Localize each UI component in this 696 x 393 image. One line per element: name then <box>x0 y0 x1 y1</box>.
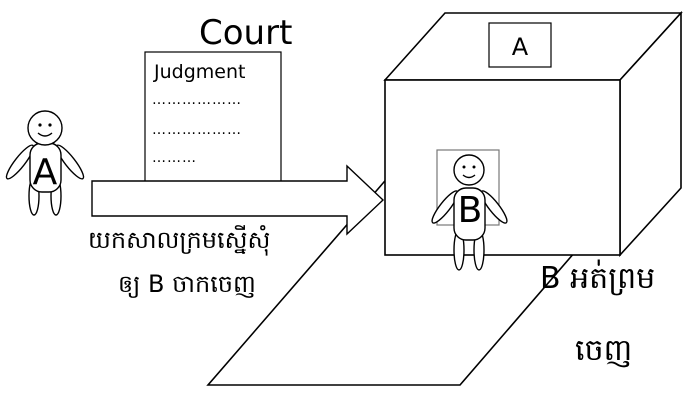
judgment-title: Judgment <box>153 61 245 83</box>
court-sign <box>488 22 552 68</box>
person-b-label: B <box>458 190 483 231</box>
person-b-figure <box>431 154 508 271</box>
court-building: A <box>383 10 683 258</box>
person-a-label: A <box>33 152 58 193</box>
refusal-text-line-1: B អត់ព្រម <box>540 259 655 296</box>
judgment-line: ……………… <box>152 92 242 108</box>
court-sign-label: A <box>512 33 529 61</box>
request-text-line-2: ឲ្យ B ចាកចេញ <box>118 270 256 298</box>
judgment-document: Judgment ……………… ……………… ……… <box>144 51 282 184</box>
court-front <box>384 79 621 256</box>
judgment-line: ……………… <box>152 122 242 138</box>
court-title: Court <box>199 13 292 53</box>
person-a-figure <box>5 110 85 216</box>
judgment-paper <box>144 51 282 184</box>
request-text-line-1: យកសាលក្រមស្នើសុំ <box>88 225 270 256</box>
request-arrow <box>91 164 385 236</box>
refusal-text-line-2: ចេញ <box>575 333 632 368</box>
judgment-line: ……… <box>152 150 197 166</box>
